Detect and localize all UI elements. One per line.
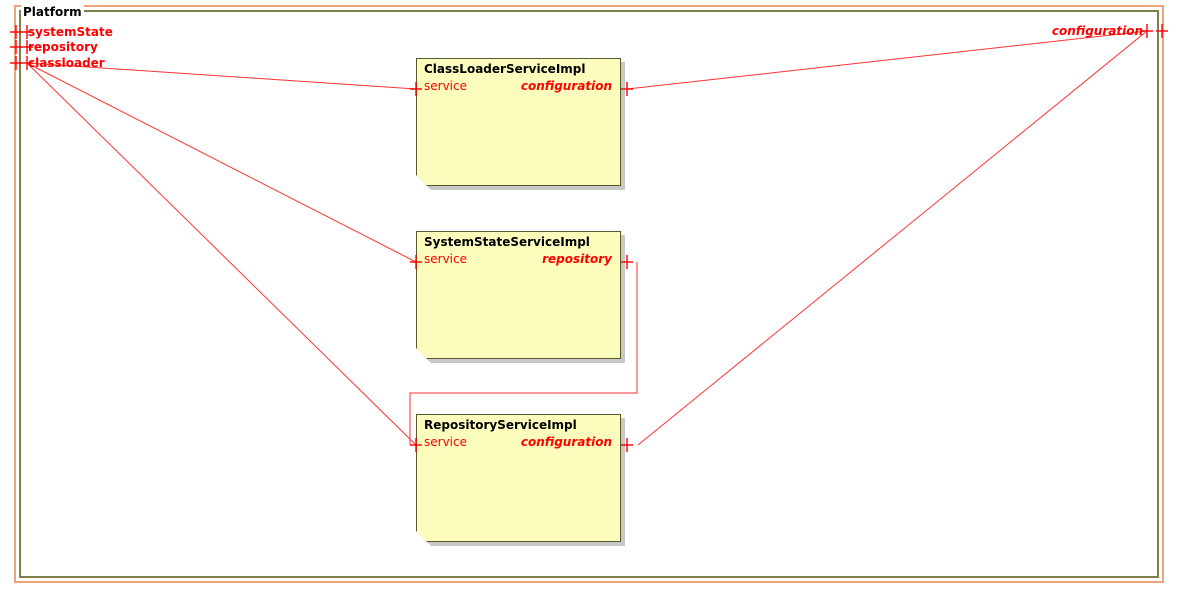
component-name: ClassLoaderServiceImpl [424, 62, 586, 76]
component-name: RepositoryServiceImpl [424, 418, 577, 432]
component-classloader-service-impl[interactable]: ClassLoaderServiceImpl service configurati… [416, 58, 621, 186]
frame-port-label-repository[interactable]: repository [28, 40, 98, 54]
platform-frame-inner [19, 10, 1159, 578]
frame-port-label-systemState[interactable]: systemState [28, 25, 113, 39]
frame-port-label-classloader[interactable]: classloader [28, 56, 105, 70]
provided-port-label-service[interactable]: service [424, 435, 467, 449]
required-port-label-configuration[interactable]: configuration [520, 79, 612, 93]
platform-frame-outer [14, 5, 1164, 583]
provided-port-label-service[interactable]: service [424, 79, 467, 93]
frame-port-label-configuration[interactable]: configuration [1051, 24, 1143, 38]
page-title: Platform [21, 5, 84, 19]
component-system-state-service-impl[interactable]: SystemStateServiceImpl service repository [416, 231, 621, 359]
required-port-label-repository[interactable]: repository [542, 252, 612, 266]
required-port-label-configuration[interactable]: configuration [520, 435, 612, 449]
component-repository-service-impl[interactable]: RepositoryServiceImpl service configuratio… [416, 414, 621, 542]
component-name: SystemStateServiceImpl [424, 235, 590, 249]
provided-port-label-service[interactable]: service [424, 252, 467, 266]
